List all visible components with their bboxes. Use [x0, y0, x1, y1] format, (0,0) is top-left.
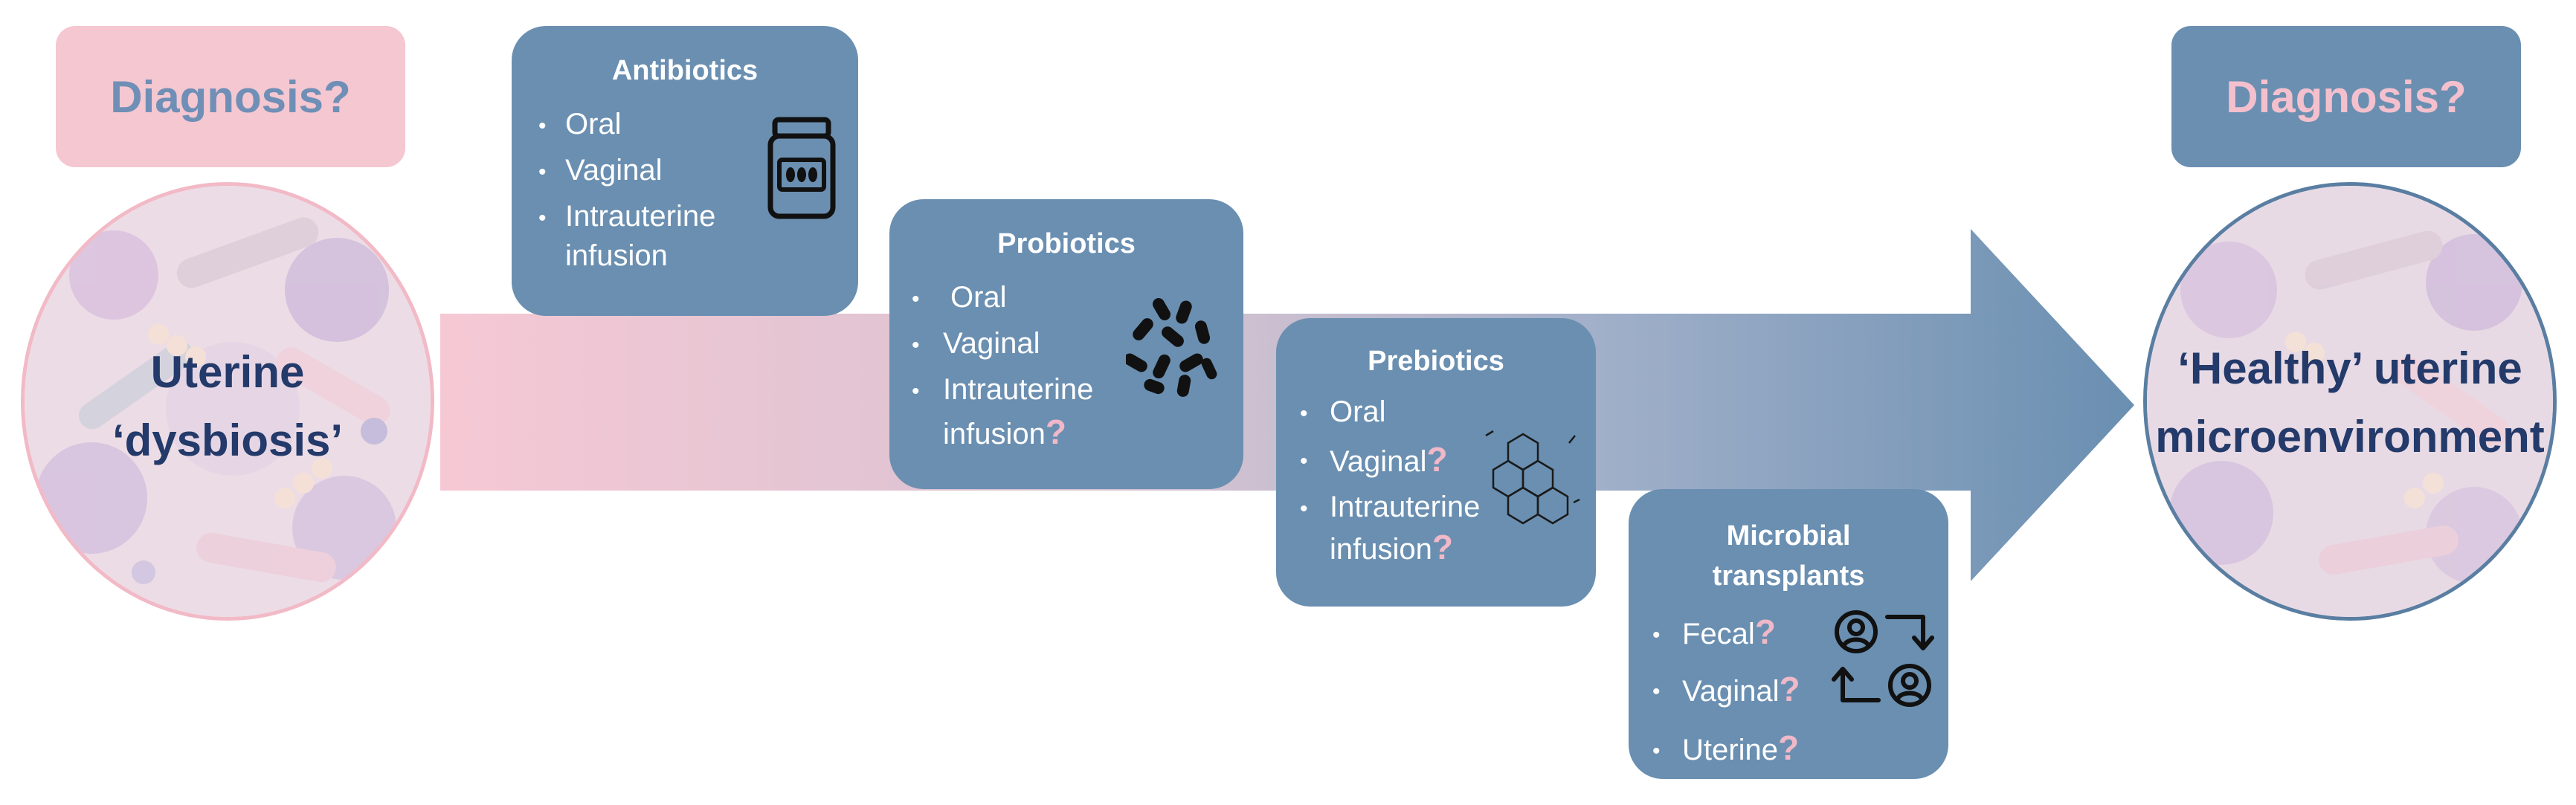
- molecule-icon: [1485, 430, 1580, 525]
- probiotics-item-vaginal: Vaginal: [943, 327, 1040, 360]
- bullet: •: [912, 333, 920, 358]
- bullet: •: [1300, 401, 1308, 426]
- bullet: •: [538, 114, 547, 138]
- transplants-title-line1: Microbial: [1726, 520, 1851, 552]
- prebiotics-item-intrauterine: Intrauterine: [1330, 491, 1481, 523]
- transplants-item-fecal: Fecal?: [1682, 614, 1776, 652]
- dysbiosis-node: Uterine ‘dysbiosis’: [21, 182, 434, 621]
- probiotics-item-oral: Oral: [950, 281, 1007, 314]
- bacteria-icon: [1126, 298, 1217, 397]
- bullet: •: [1652, 739, 1661, 763]
- probiotics-item-infusion-text: infusion: [943, 418, 1046, 450]
- healthy-line2: microenvironment: [2155, 412, 2545, 462]
- antibiotics-item-infusion: infusion: [565, 239, 668, 272]
- transplants-item-uterine: Uterine?: [1682, 730, 1799, 768]
- bullet: •: [1652, 623, 1661, 647]
- transplants-item-vaginal: Vaginal?: [1682, 671, 1800, 709]
- antibiotics-item-vaginal: Vaginal: [565, 154, 663, 187]
- healthy-line1: ‘Healthy’ uterine: [2177, 343, 2522, 393]
- diagnosis-box-left: Diagnosis?: [56, 26, 405, 167]
- pill-bottle-icon: [767, 117, 836, 219]
- transplants-title: Microbial transplants: [1629, 516, 1948, 596]
- dysbiosis-label: Uterine ‘dysbiosis’: [25, 338, 431, 475]
- question-mark: ?: [1754, 612, 1776, 651]
- bullet: •: [1300, 449, 1308, 473]
- question-mark: ?: [1045, 413, 1066, 451]
- question-mark: ?: [1426, 440, 1448, 479]
- transplants-item-vaginal-text: Vaginal: [1682, 675, 1780, 708]
- bullet: •: [1300, 497, 1308, 521]
- prebiotics-item-vaginal-text: Vaginal: [1330, 445, 1427, 478]
- person-exchange-icon: [1832, 610, 1934, 707]
- transplants-title-line2: transplants: [1712, 560, 1865, 592]
- probiotics-card: Probiotics • Oral • Vaginal • Intrauteri…: [889, 199, 1243, 489]
- antibiotics-card: Antibiotics • Oral • Vaginal • Intrauter…: [512, 26, 858, 316]
- dysbiosis-line2: ‘dysbiosis’: [112, 416, 344, 465]
- antibiotics-item-oral: Oral: [565, 108, 622, 140]
- question-mark: ?: [1777, 728, 1800, 767]
- prebiotics-title: Prebiotics: [1368, 346, 1504, 377]
- healthy-label: ‘Healthy’ uterine microenvironment: [2147, 334, 2553, 471]
- prebiotics-item-infusion: infusion?: [1330, 529, 1453, 567]
- microbe-texture-right: [2147, 186, 2553, 617]
- antibiotics-title: Antibiotics: [611, 55, 759, 86]
- probiotics-title: Probiotics: [997, 228, 1136, 259]
- prebiotics-item-oral: Oral: [1330, 395, 1386, 428]
- microbe-texture-left: [25, 186, 431, 617]
- diagnosis-box-right: Diagnosis?: [2171, 26, 2521, 167]
- bullet: •: [912, 287, 920, 311]
- probiotics-item-intrauterine: Intrauterine: [943, 373, 1094, 406]
- transplants-card: Microbial transplants • Fecal? • Vaginal…: [1629, 489, 1948, 779]
- bullet: •: [912, 379, 920, 404]
- diagnosis-label-right: Diagnosis?: [2226, 71, 2467, 122]
- healthy-node: ‘Healthy’ uterine microenvironment: [2143, 182, 2557, 621]
- prebiotics-card: Prebiotics • Oral • Vaginal? • Intrauter…: [1276, 318, 1596, 607]
- transplants-item-fecal-text: Fecal: [1682, 618, 1755, 650]
- probiotics-item-infusion: infusion?: [943, 414, 1066, 452]
- prebiotics-item-infusion-text: infusion: [1330, 533, 1432, 566]
- bullet: •: [538, 206, 547, 230]
- prebiotics-item-vaginal: Vaginal?: [1330, 442, 1448, 479]
- diagnosis-label-left: Diagnosis?: [110, 71, 351, 122]
- bullet: •: [1652, 679, 1661, 704]
- question-mark: ?: [1432, 528, 1453, 566]
- antibiotics-item-intrauterine: Intrauterine: [565, 200, 716, 233]
- dysbiosis-line1: Uterine: [150, 347, 305, 397]
- bullet: •: [538, 160, 547, 184]
- transplants-item-uterine-text: Uterine: [1682, 734, 1778, 766]
- question-mark: ?: [1779, 670, 1800, 708]
